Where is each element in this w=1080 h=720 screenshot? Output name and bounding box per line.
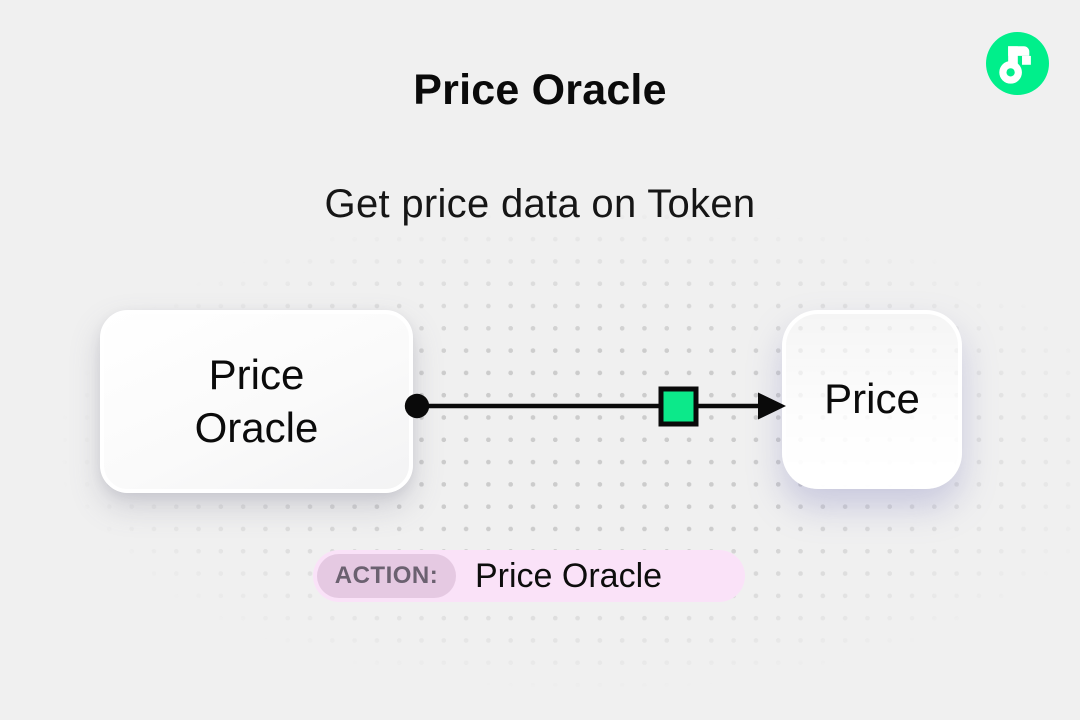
source-node-price-oracle[interactable]: Price Oracle	[100, 310, 413, 493]
connector-arrow	[404, 386, 786, 427]
action-badge-prefix: ACTION:	[317, 554, 456, 598]
page-title: Price Oracle	[413, 66, 667, 114]
page-subtitle: Get price data on Token	[324, 182, 756, 226]
source-node-label: Price Oracle	[194, 350, 319, 451]
action-badge-label: Price Oracle	[475, 556, 663, 595]
target-node-label: Price	[824, 375, 920, 423]
target-node-price[interactable]: Price	[782, 310, 962, 489]
action-marker-square[interactable]	[658, 386, 699, 427]
arrowhead-icon	[758, 392, 786, 420]
connection-start-dot[interactable]	[404, 393, 430, 419]
action-badge[interactable]: ACTION: Price Oracle	[313, 550, 745, 602]
flow-logo-icon	[986, 32, 1049, 95]
